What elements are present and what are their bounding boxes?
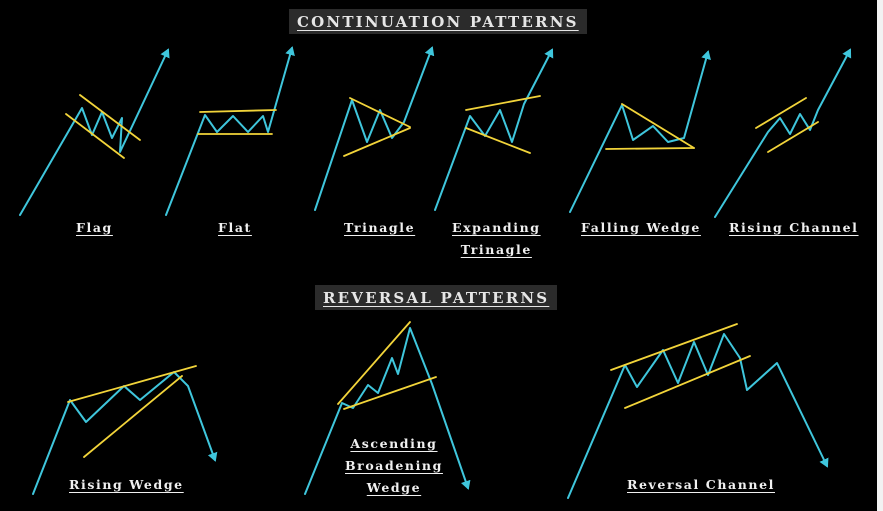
label-triangle: Trinagle <box>344 220 416 235</box>
ascending-broadening-wedge-price-path <box>304 327 471 495</box>
label-rising-wedge: Rising Wedge <box>69 477 184 492</box>
abw-upper-line <box>337 321 411 405</box>
label-expanding-triangle: Expanding Trinagle <box>452 220 541 264</box>
label-reversal-channel: Reversal Channel <box>627 477 775 492</box>
triangle-price-path <box>314 46 435 211</box>
continuation-patterns-title: CONTINUATION PATTERNS <box>289 9 587 34</box>
label-expanding-triangle-line1: Expanding <box>452 220 541 235</box>
flag-price-path <box>19 48 170 216</box>
reversal-channel-lower-line <box>624 355 751 409</box>
rising-wedge-upper-line <box>67 365 197 403</box>
rising-channel-lower-line <box>767 121 819 153</box>
triangle-upper-line <box>349 97 411 128</box>
reversal-channel-upper-line <box>610 323 738 371</box>
reversal-patterns-title: REVERSAL PATTERNS <box>315 285 558 310</box>
triangle-lower-line <box>343 127 411 157</box>
label-abw-line1: Ascending <box>350 436 438 451</box>
falling-wedge-upper-line <box>621 103 695 149</box>
flag-lower-line <box>65 113 125 159</box>
label-abw-line3: Wedge <box>366 480 422 495</box>
reversal-channel-price-path <box>567 333 829 499</box>
label-abw-line2: Broadening <box>345 458 443 473</box>
flag-upper-line <box>79 94 141 141</box>
label-expanding-triangle-line2: Trinagle <box>460 242 532 257</box>
expanding-triangle-lower-line <box>465 127 531 154</box>
label-flat: Flat <box>218 220 252 235</box>
falling-wedge-lower-line <box>605 147 695 150</box>
label-rising-channel: Rising Channel <box>729 220 859 235</box>
abw-lower-line <box>343 376 437 410</box>
rising-wedge-price-path <box>32 371 218 495</box>
label-ascending-broadening-wedge: Ascending Broadening Wedge <box>345 436 443 502</box>
image-edge <box>877 0 883 511</box>
rising-channel-price-path <box>714 48 852 218</box>
flat-price-path <box>165 46 295 216</box>
falling-wedge-price-path <box>569 50 711 213</box>
rising-channel-upper-line <box>755 97 807 129</box>
label-flag: Flag <box>76 220 113 235</box>
expanding-triangle-price-path <box>434 48 554 211</box>
label-falling-wedge: Falling Wedge <box>581 220 701 235</box>
flat-upper-line <box>199 109 277 113</box>
rising-wedge-lower-line <box>83 375 183 458</box>
expanding-triangle-upper-line <box>465 95 541 111</box>
